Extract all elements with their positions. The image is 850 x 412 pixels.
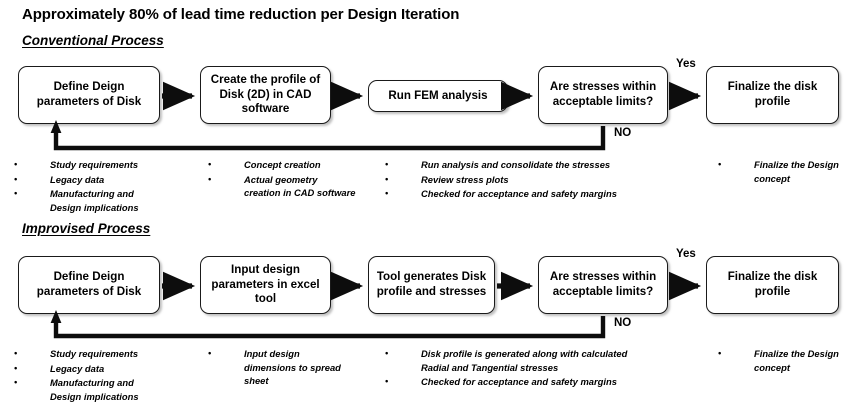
bullet-icon: • (14, 159, 18, 169)
page-title: Approximately 80% of lead time reduction… (22, 6, 460, 23)
bullet-icon: • (718, 159, 722, 169)
list-item: •Disk profile is generated along with ca… (385, 348, 628, 373)
bullet-icon: • (385, 348, 389, 358)
list-item: •Concept creation (208, 159, 321, 170)
process-box-conventional-3[interactable]: Run FEM analysis (368, 80, 508, 112)
section-heading-conventional: Conventional Process (22, 33, 164, 48)
list-item: •Review stress plots (385, 173, 509, 185)
list-item: •Checked for acceptance and safety margi… (385, 188, 617, 200)
decision-label-yes-improvised: Yes (676, 248, 696, 260)
bullet-icon: • (718, 348, 722, 358)
bullet-icon: • (14, 173, 18, 184)
list-item: •Legacy data (14, 173, 105, 185)
bullet-icon: • (208, 173, 212, 184)
feedback-arrowhead-conventional (50, 120, 62, 133)
process-box-conventional-2[interactable]: Create the profile of Disk (2D) in CAD s… (200, 66, 331, 124)
bullet-icon: • (385, 376, 389, 387)
process-box-improvised-1[interactable]: Define Deign parameters of Disk (18, 256, 160, 314)
process-box-conventional-5[interactable]: Finalize the disk profile (706, 66, 839, 124)
list-item: •Study requirements (14, 159, 139, 170)
bullet-icon: • (385, 159, 389, 169)
notes-conventional-col-1: •Study requirements •Legacy data •Manufa… (14, 158, 204, 216)
notes-improvised-col-3: •Disk profile is generated along with ca… (385, 347, 715, 390)
bullet-icon: • (14, 362, 18, 373)
process-box-conventional-1[interactable]: Define Deign parameters of Disk (18, 66, 160, 124)
bullet-icon: • (385, 173, 389, 184)
decision-box-conventional[interactable]: Are stresses within acceptable limits? (538, 66, 668, 124)
bullet-icon: • (14, 188, 18, 199)
bullet-icon: • (14, 377, 18, 388)
process-box-improvised-2[interactable]: Input design parameters in excel tool (200, 256, 331, 314)
notes-improvised-col-1: •Study requirements •Legacy data •Manufa… (14, 347, 204, 405)
process-box-improvised-3[interactable]: Tool generates Disk profile and stresses (368, 256, 495, 314)
decision-label-yes-conventional: Yes (676, 58, 696, 70)
feedback-loop-conventional (53, 126, 606, 151)
list-item: •Legacy data (14, 362, 105, 374)
feedback-arrowhead-improvised (50, 310, 62, 323)
bullet-icon: • (208, 348, 212, 358)
section-heading-improvised: Improvised Process (22, 221, 151, 236)
decision-label-no-improvised: NO (614, 317, 632, 329)
list-item: •Study requirements (14, 348, 139, 359)
decision-label-no-conventional: NO (614, 127, 632, 139)
decision-box-improvised[interactable]: Are stresses within acceptable limits? (538, 256, 668, 314)
list-item: •Run analysis and consolidate the stress… (385, 159, 611, 170)
list-item: •Checked for acceptance and safety margi… (385, 376, 617, 388)
bullet-icon: • (385, 188, 389, 199)
bullet-icon: • (14, 348, 18, 358)
feedback-loop-improvised (53, 316, 606, 339)
notes-conventional-col-3: •Run analysis and consolidate the stress… (385, 158, 715, 202)
process-box-improvised-5[interactable]: Finalize the disk profile (706, 256, 839, 314)
bullet-icon: • (208, 159, 212, 169)
